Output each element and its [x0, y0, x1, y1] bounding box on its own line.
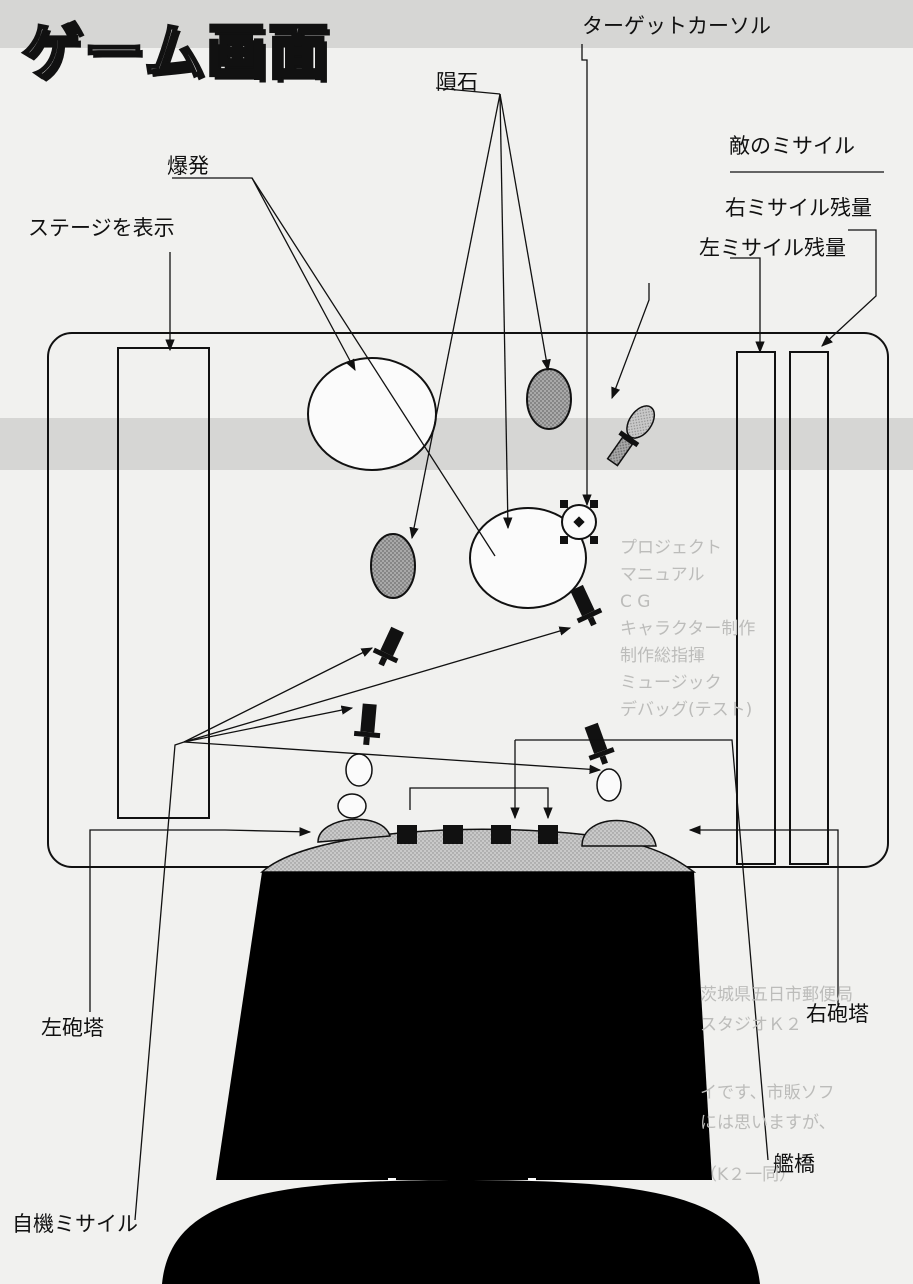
screen-frame: [47, 332, 889, 868]
label-bridge: 艦橋: [773, 1152, 815, 1176]
label-explosion: 爆発: [167, 154, 209, 178]
meteor: [526, 368, 572, 430]
player-missile: [372, 626, 404, 667]
svg-text:茨城県五日市郵便局: 茨城県五日市郵便局: [700, 985, 853, 1005]
svg-text:スタジオＫ２: スタジオＫ２: [700, 1015, 802, 1035]
missile-stock-block: [538, 825, 558, 844]
missile-flame: [596, 768, 622, 802]
label-enemy-missile: 敵のミサイル: [729, 134, 855, 158]
svg-text:マニュアル: マニュアル: [620, 565, 705, 585]
mid-band: [0, 418, 913, 470]
label-stage-display: ステージを表示: [28, 216, 175, 240]
header-band: [0, 0, 913, 48]
missile-flame: [337, 793, 367, 819]
explosion-circle: [307, 357, 437, 471]
label-right-turret: 右砲塔: [806, 1002, 869, 1026]
left-missile-gauge: [736, 351, 776, 865]
svg-text:イです、市販ソフ: イです、市販ソフ: [700, 1083, 835, 1103]
label-meteor: 隕石: [436, 70, 478, 94]
svg-text:キャラクター制作: キャラクター制作: [620, 619, 755, 639]
missile-flame: [345, 753, 373, 787]
label-left-turret: 左砲塔: [41, 1016, 104, 1040]
svg-text:デバッグ(テスト): デバッグ(テスト): [620, 699, 752, 720]
enemy-missile: [606, 405, 656, 467]
player-missile: [353, 703, 381, 746]
right-missile-gauge: [789, 351, 829, 865]
label-left-missile-remaining: 左ミサイル残量: [699, 236, 846, 260]
explosion-circle: [469, 507, 587, 609]
player-missile: [570, 584, 603, 627]
label-right-missile-remaining: 右ミサイル残量: [725, 196, 872, 220]
ship-base: [162, 1180, 760, 1284]
svg-text:プロジェクト: プロジェクト: [620, 538, 722, 558]
target-cursor: [560, 500, 598, 544]
player-missile: [584, 722, 615, 765]
page-title: ゲーム画面: [20, 17, 331, 90]
label-target-cursor: ターゲットカーソル: [582, 14, 771, 38]
svg-text:C G: C G: [620, 592, 650, 612]
missile-stock-block: [491, 825, 511, 844]
svg-text:には思いますが、: には思いますが、: [700, 1113, 836, 1133]
right-turret: [581, 819, 657, 847]
bleed-through-text: プロジェクト マニュアル C G キャラクター制作 制作総指揮 ミュージック デ…: [620, 538, 853, 1185]
missile-stock-block: [443, 825, 463, 844]
label-player-missile: 自機ミサイル: [12, 1212, 138, 1236]
meteor: [370, 533, 416, 599]
svg-text:制作総指揮: 制作総指揮: [620, 646, 705, 666]
missile-stock-block: [397, 825, 417, 844]
left-turret: [317, 818, 391, 843]
ship-hull: [216, 872, 712, 1180]
svg-text:ミュージック: ミュージック: [620, 673, 722, 693]
svg-text:（K２一同）: （K２一同）: [700, 1165, 796, 1185]
stage-display-panel: [117, 347, 210, 819]
